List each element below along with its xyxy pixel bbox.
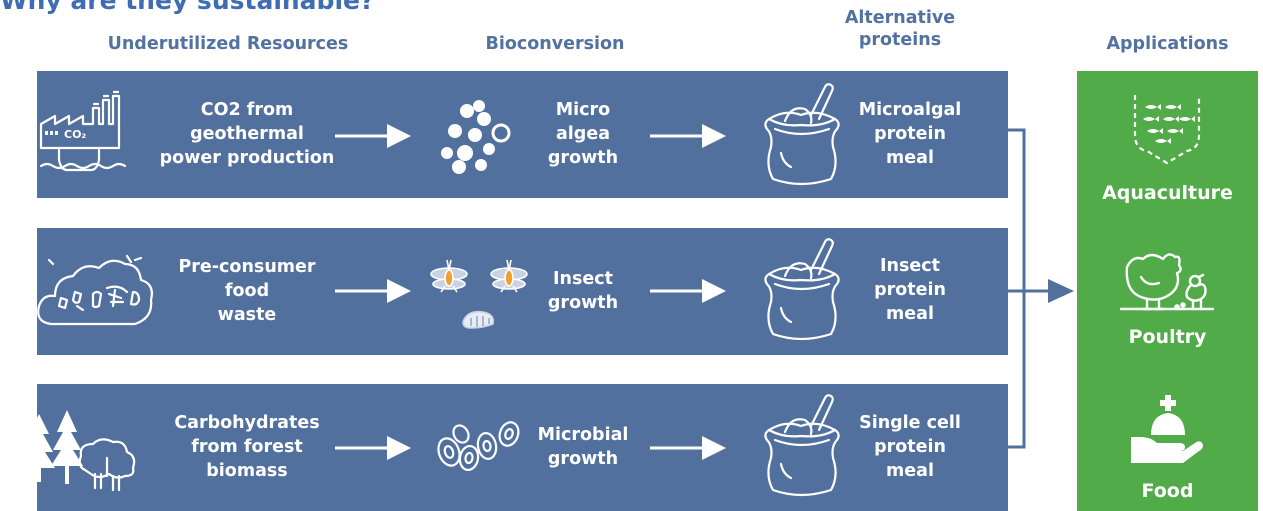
forest-icon [21,410,145,494]
column-header-resources: Underutilized Resources [107,34,349,54]
resource-label: Carbohydrates from forest biomass [174,413,320,481]
protein-label: Microalgal protein meal [858,100,962,168]
resource-label: CO2 from geothermal power production [159,100,335,168]
resource-label: Pre-consumer food waste [178,257,316,325]
sack-icon [761,236,843,346]
food-hand-icon [1131,393,1205,463]
arrow-icon [650,279,726,303]
insect-icon [429,258,533,338]
process-label: Microbial growth [537,425,629,469]
application-label-food: Food [1141,480,1194,502]
factory-icon: CO₂ [37,86,137,186]
arrow-icon [335,124,411,148]
process-label: Insect growth [547,269,619,313]
protein-label: Insect protein meal [874,256,946,324]
page-title: Why are they sustainable? [0,0,375,15]
application-label-aquaculture: Aquaculture [1102,182,1233,204]
co2-label: CO₂ [64,128,86,141]
chicken-icon [1119,247,1215,315]
process-label: Micro algea growth [547,100,619,168]
column-header-bioconversion: Bioconversion [485,34,625,54]
sack-icon [761,81,843,191]
food-waste-icon [37,248,157,338]
process-row-microbial: Carbohydrates from forest biomass Microb… [23,384,1008,511]
column-header-alternative-proteins: Alternative proteins [844,8,956,50]
process-row-microalgae: CO₂ CO2 from geothermal power production… [37,71,1008,198]
process-row-insect: Pre-consumer food waste Insect growth [37,228,1008,355]
applications-panel: Aquaculture Poultry Food [1077,71,1258,511]
application-label-poultry: Poultry [1128,326,1207,348]
microalgae-icon [439,95,527,175]
arrow-icon [335,279,411,303]
arrow-icon [650,124,726,148]
arrow-icon [335,436,411,460]
protein-label: Single cell protein meal [859,413,961,481]
microbe-icon [435,420,525,474]
arrow-icon [650,436,726,460]
fish-net-icon [1131,95,1203,165]
sack-icon [761,392,843,502]
column-header-applications: Applications [1106,34,1229,54]
